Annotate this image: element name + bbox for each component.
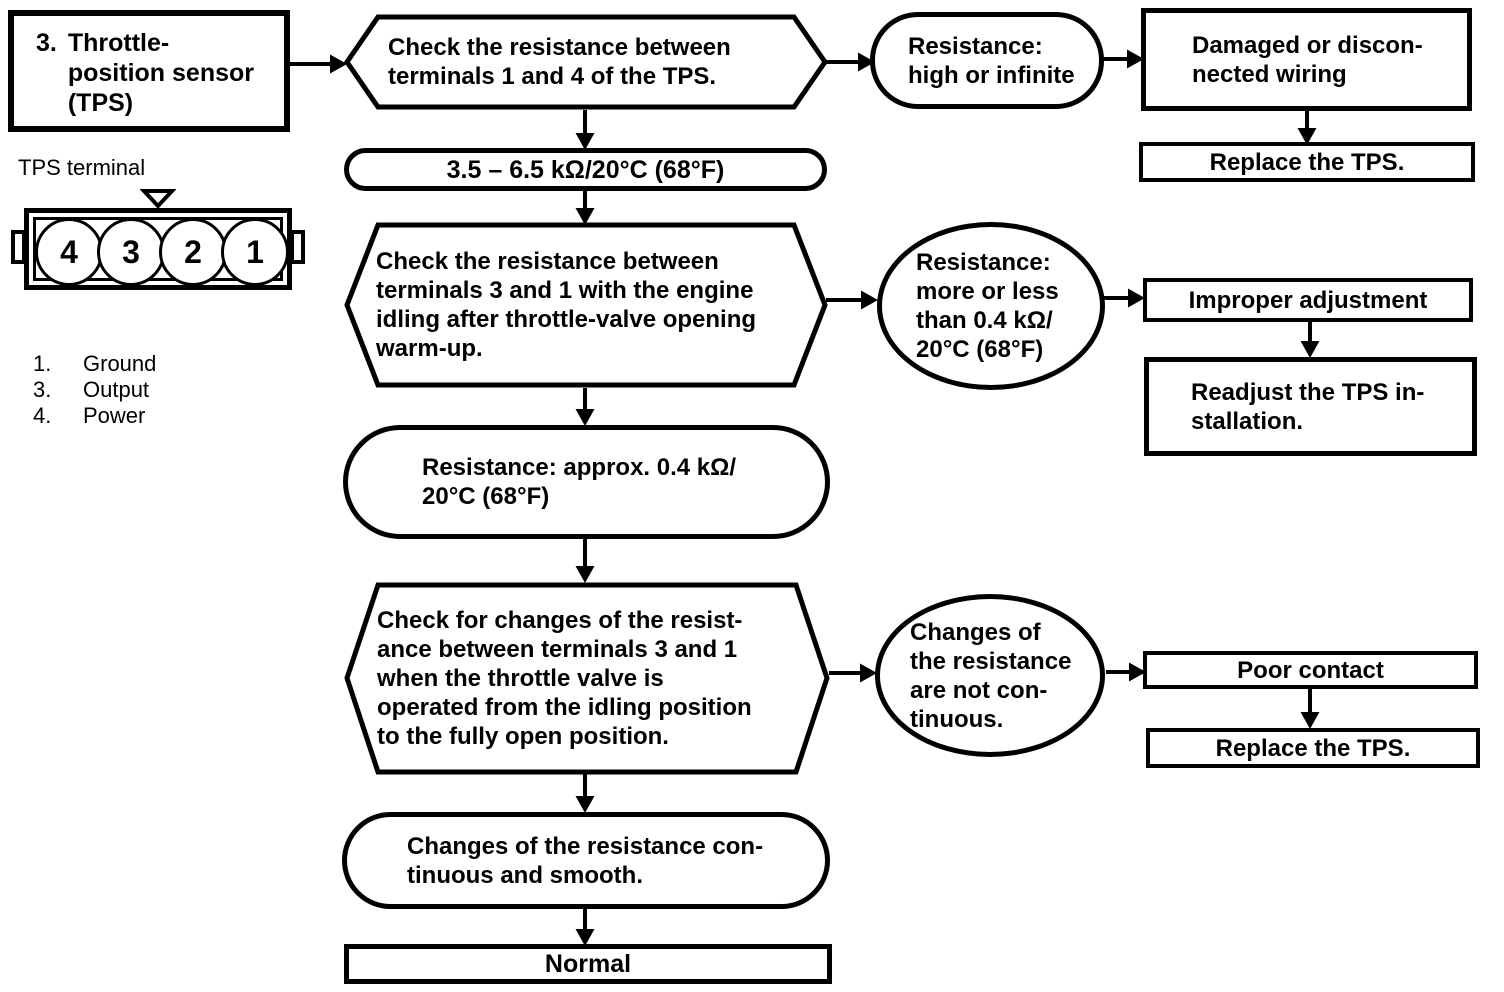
tps-terminal-label: TPS terminal (18, 155, 146, 180)
check-step-2-hexagon (344, 222, 828, 388)
pin-2: 2 (159, 218, 227, 286)
connector-tab-right (290, 230, 305, 264)
result-3-circle: Changes of the resistance are not con- t… (875, 594, 1105, 757)
check-step-3-hexagon (344, 582, 830, 775)
action-1-box: Replace the TPS. (1139, 142, 1475, 182)
legend-item-output: 3. Output (33, 377, 150, 402)
spec-2-stadium: Resistance: approx. 0.4 kΩ/ 20°C (68°F) (343, 425, 830, 539)
cause-2-box: Improper adjustment (1143, 278, 1473, 322)
connector-orientation-marker (140, 189, 176, 209)
cause-3-box: Poor contact (1143, 651, 1478, 689)
pin-legend: 1. Ground 3. Output 4. Power (33, 351, 156, 429)
spec-3-stadium: Changes of the resistance con- tinuous a… (342, 812, 830, 909)
final-result-box: Normal (344, 944, 832, 984)
title-number: 3. (36, 29, 57, 57)
check-step-1-text: Check the resistance between terminals 1… (388, 34, 731, 90)
title-box: 3. Throttle- position sensor (TPS) (8, 10, 290, 132)
spec-1-stadium: 3.5 – 6.5 kΩ/20°C (68°F) (344, 148, 827, 191)
pin-3: 3 (97, 218, 165, 286)
action-2-box: Readjust the TPS in- stallation. (1144, 357, 1477, 456)
result-2-circle: Resistance: more or less than 0.4 kΩ/ 20… (877, 222, 1105, 390)
pin-4: 4 (35, 218, 103, 286)
check-step-1-hexagon (344, 14, 828, 110)
legend-item-power: 4. Power (33, 403, 146, 428)
connector-diagram: 4 3 2 1 (0, 185, 320, 305)
check-step-2-text: Check the resistance between terminals 3… (376, 248, 757, 362)
page-title: Throttle- position sensor (TPS) (67, 29, 254, 117)
action-3-box: Replace the TPS. (1146, 728, 1480, 768)
check-step-3-text: Check for changes of the resist- ance be… (377, 607, 752, 750)
cause-1-box: Damaged or discon- nected wiring (1141, 8, 1472, 111)
pin-1: 1 (221, 218, 289, 286)
result-1-oval: Resistance: high or infinite (870, 12, 1104, 109)
legend-item-ground: 1. Ground (33, 351, 157, 376)
